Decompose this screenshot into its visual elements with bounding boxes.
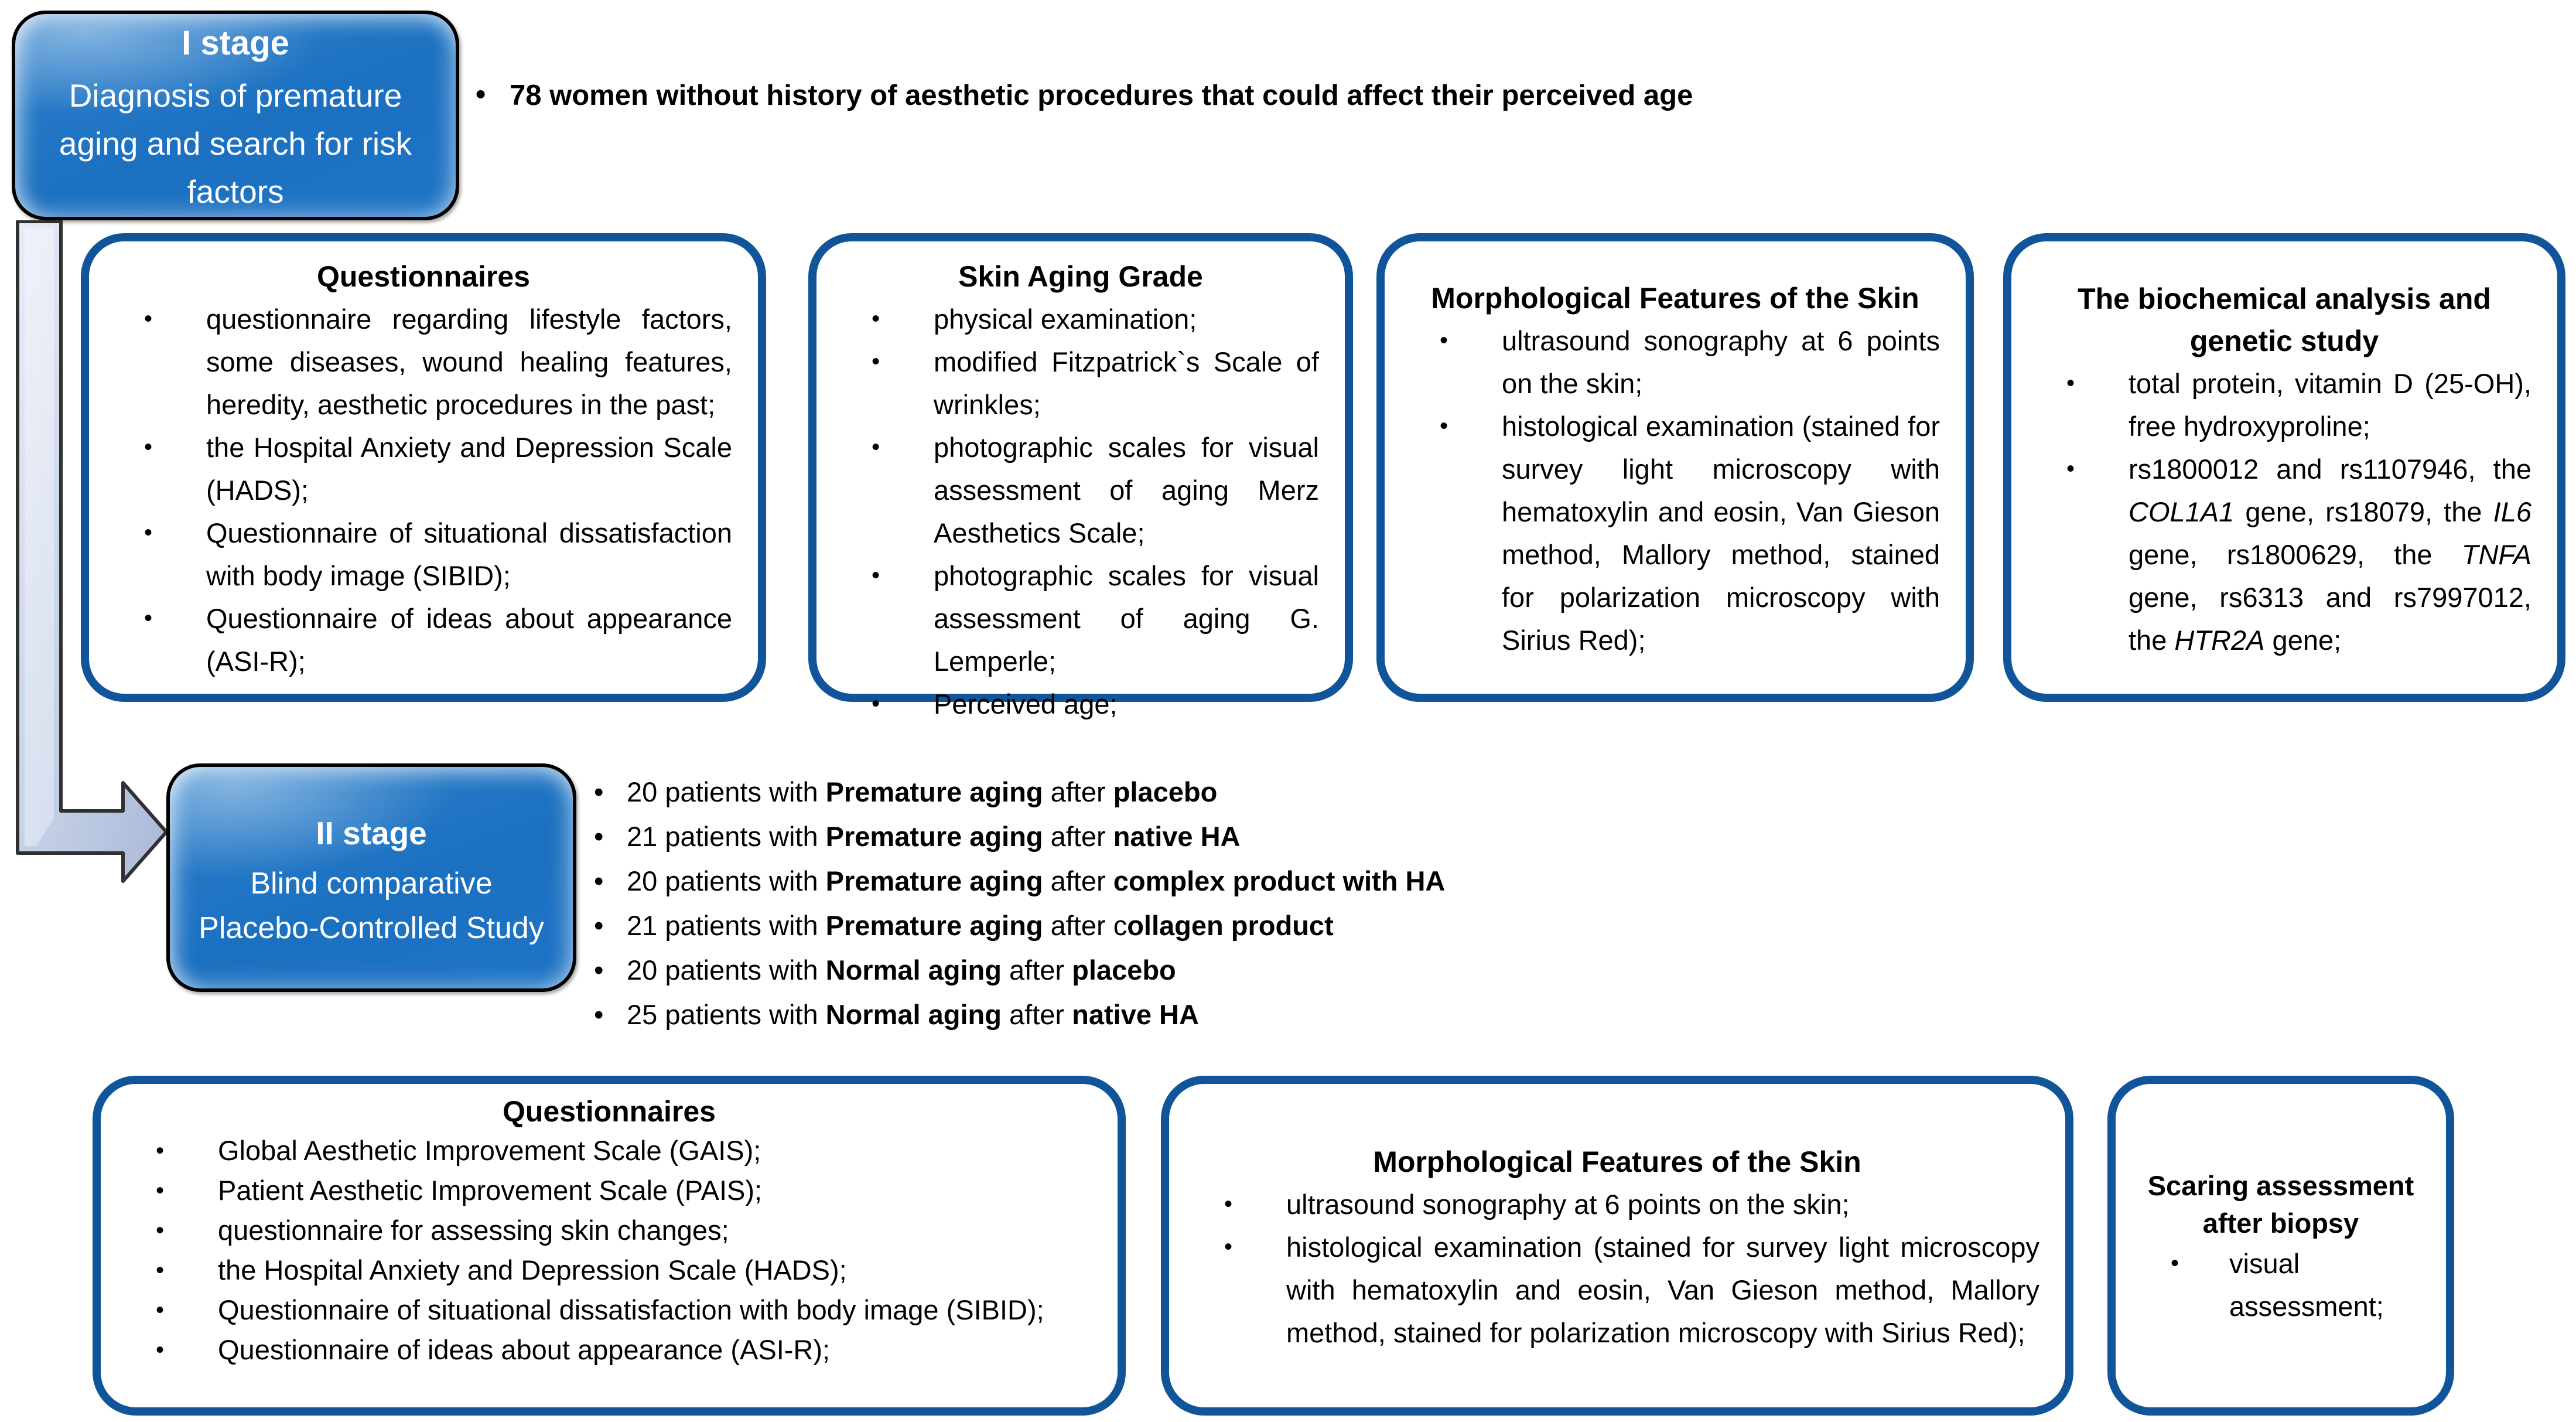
list-item: photographic scales for visual assessmen… [842, 554, 1319, 683]
stage2-groups-list: 20 patients with Premature aging after p… [594, 770, 2351, 1037]
elbow-arrow-icon [16, 220, 168, 883]
box-title: Skin Aging Grade [958, 260, 1203, 293]
box-title: Morphological Features of the Skin [1373, 1145, 1861, 1178]
box-biochemical-genetic: The biochemical analysis and genetic stu… [2003, 233, 2565, 702]
list-item: rs1800012 and rs1107946, the COL1A1 gene… [2037, 448, 2531, 661]
box-scaring-assessment: Scaring assessment after biopsy visual a… [2107, 1076, 2454, 1416]
list-item: Questionnaire of ideas about appearance … [115, 597, 732, 683]
list-item: total protein, vitamin D (25-OH), free h… [2037, 362, 2531, 448]
list-item: histological examination (stained for su… [1195, 1226, 2039, 1354]
box-item-list: questionnaire regarding lifestyle factor… [115, 298, 732, 683]
list-item: visual assessment; [2141, 1242, 2420, 1328]
stage2-group-bullet: 20 patients with Premature aging after p… [594, 770, 2351, 814]
stage1-box: I stage Diagnosis of premature aging and… [12, 11, 459, 220]
stage2-subtitle: Blind comparative Placebo-Controlled Stu… [199, 867, 544, 945]
stage1-population-bullet: 78 women without history of aesthetic pr… [476, 76, 2501, 114]
list-item: Questionnaire of situational dissatisfac… [127, 1290, 1092, 1330]
box-item-list: ultrasound sonography at 6 points on the… [1410, 319, 1940, 661]
box-item-list: ultrasound sonography at 6 points on the… [1195, 1183, 2039, 1354]
list-item: Questionnaire of situational dissatisfac… [115, 511, 732, 597]
box-title: The biochemical analysis and genetic stu… [2078, 282, 2491, 357]
box-item-list: total protein, vitamin D (25-OH), free h… [2037, 362, 2531, 661]
list-item: ultrasound sonography at 6 points on the… [1195, 1183, 2039, 1226]
list-item: photographic scales for visual assessmen… [842, 426, 1319, 554]
list-item: Questionnaire of ideas about appearance … [127, 1330, 1092, 1370]
box-skin-aging-grade: Skin Aging Grade physical examination; m… [808, 233, 1353, 725]
stage2-box: II stage Blind comparative Placebo-Contr… [166, 763, 576, 992]
box-item-list: Global Aesthetic Improvement Scale (GAIS… [127, 1131, 1092, 1370]
stage2-group-bullet: 21 patients with Premature aging after n… [594, 814, 2351, 859]
stage1-title: I stage [182, 24, 289, 62]
box-item-list: physical examination; modified Fitzpatri… [842, 298, 1319, 725]
box-stage1-questionnaires: Questionnaires questionnaire regarding l… [81, 233, 766, 702]
list-item: modified Fitzpatrick`s Scale of wrinkles… [842, 340, 1319, 426]
list-item: ultrasound sonography at 6 points on the… [1410, 319, 1940, 405]
box-morphological-features-stage2: Morphological Features of the Skin ultra… [1161, 1076, 2073, 1416]
box-item-list: visual assessment; [2141, 1242, 2420, 1328]
box-stage2-questionnaires: Questionnaires Global Aesthetic Improvem… [93, 1076, 1126, 1416]
list-item: the Hospital Anxiety and Depression Scal… [115, 426, 732, 511]
box-title: Scaring assessment after biopsy [2147, 1170, 2414, 1239]
list-item: physical examination; [842, 298, 1319, 340]
stage2-group-bullet: 20 patients with Normal aging after plac… [594, 948, 2351, 993]
box-morphological-features-stage1: Morphological Features of the Skin ultra… [1376, 233, 1974, 702]
list-item: questionnaire regarding lifestyle factor… [115, 298, 732, 426]
list-item: Patient Aesthetic Improvement Scale (PAI… [127, 1171, 1092, 1210]
list-item: histological examination (stained for su… [1410, 405, 1940, 661]
list-item: questionnaire for assessing skin changes… [127, 1210, 1092, 1250]
stage2-group-bullet: 20 patients with Premature aging after c… [594, 859, 2351, 903]
list-item: Perceived age; [842, 683, 1319, 725]
box-title: Questionnaires [503, 1095, 716, 1128]
stage1-subtitle: Diagnosis of premature aging and search … [59, 77, 412, 210]
box-title: Questionnaires [317, 260, 530, 293]
box-title: Morphological Features of the Skin [1431, 282, 1919, 315]
stage2-group-bullet: 21 patients with Premature aging after c… [594, 903, 2351, 948]
stage2-title: II stage [316, 815, 427, 851]
list-item: the Hospital Anxiety and Depression Scal… [127, 1250, 1092, 1290]
stage2-group-bullet: 25 patients with Normal aging after nati… [594, 993, 2351, 1037]
list-item: Global Aesthetic Improvement Scale (GAIS… [127, 1131, 1092, 1171]
